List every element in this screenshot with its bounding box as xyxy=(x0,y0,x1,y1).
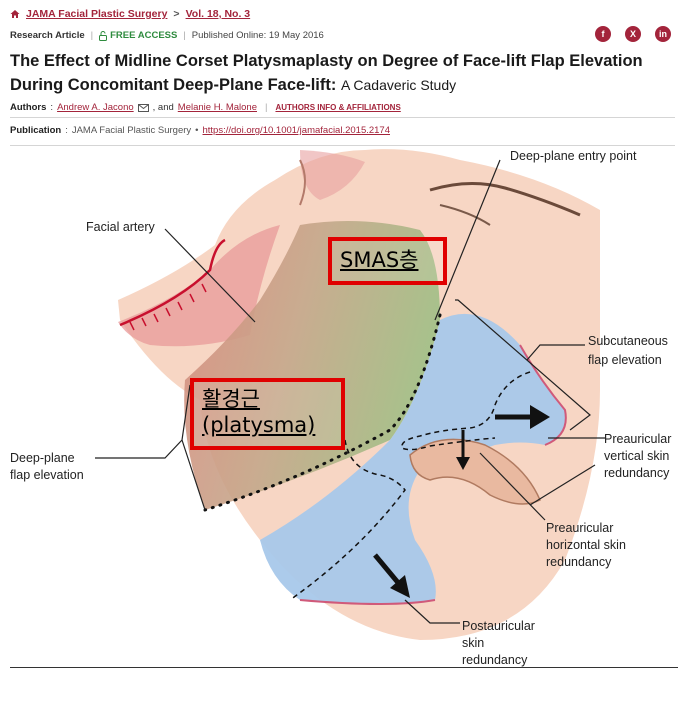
face-lift-diagram: Deep-plane entry point Facial artery Sub… xyxy=(10,149,671,667)
social-share: f X in xyxy=(595,26,671,42)
volume-link[interactable]: Vol. 18, No. 3 xyxy=(185,8,251,20)
breadcrumb: JAMA Facial Plastic Surgery > Vol. 18, N… xyxy=(10,8,250,20)
label-postauricular-2: skin xyxy=(462,636,484,650)
figure-bottom-rule xyxy=(10,667,678,668)
label-preauricular-horizontal-1: Preauricular xyxy=(546,521,613,535)
bullet: • xyxy=(195,125,199,136)
platysma-annotation-text-2: (platysma) xyxy=(202,413,316,437)
divider: | xyxy=(90,30,94,41)
article-subtitle: A Cadaveric Study xyxy=(340,77,457,93)
arrow-down xyxy=(456,430,470,470)
dashed-boundary xyxy=(289,439,406,601)
leader-line xyxy=(479,452,546,521)
platysma-annotation-text-1: 활경근 xyxy=(202,387,260,411)
article-meta: Research Article | FREE ACCESS | Publish… xyxy=(10,30,324,41)
label-subcutaneous-2: flap elevation xyxy=(588,353,662,367)
medical-illustration: Deep-plane entry point Facial artery Sub… xyxy=(0,146,681,668)
label-preauricular-horizontal-3: redundancy xyxy=(546,555,612,569)
facebook-icon[interactable]: f xyxy=(595,26,611,42)
platysma-annotation-box: 활경근 (platysma) xyxy=(190,378,345,450)
leader-line xyxy=(526,344,585,361)
label-postauricular-1: Postauricular xyxy=(462,619,535,633)
label-deep-plane-1: Deep-plane xyxy=(10,451,75,465)
label-preauricular-vertical-2: vertical skin xyxy=(604,449,669,463)
article-title: The Effect of Midline Corset Platysmapla… xyxy=(10,49,675,97)
bracket-line xyxy=(95,384,191,459)
colon: : xyxy=(65,125,68,136)
label-facial-artery: Facial artery xyxy=(86,220,156,234)
authors-info-link[interactable]: AUTHORS INFO & AFFILIATIONS xyxy=(275,103,401,112)
smas-annotation-text: SMAS층 xyxy=(340,248,419,272)
breadcrumb-separator: > xyxy=(173,8,180,20)
leader-line xyxy=(164,228,256,323)
leader-line xyxy=(404,599,460,624)
leader-line xyxy=(455,299,591,431)
label-subcutaneous-1: Subcutaneous xyxy=(588,334,668,348)
author-link-jacono[interactable]: Andrew A. Jacono xyxy=(57,102,134,113)
label-preauricular-horizontal-2: horizontal skin xyxy=(546,538,626,552)
authors-line: Authors: Andrew A. Jacono , and Melanie … xyxy=(10,102,401,113)
eye-shape xyxy=(439,204,491,226)
publication-line: Publication: JAMA Facial Plastic Surgery… xyxy=(10,125,390,136)
doi-link[interactable]: https://doi.org/10.1001/jamafacial.2015.… xyxy=(202,125,391,136)
divider-line xyxy=(10,145,675,146)
divider: | xyxy=(265,102,268,113)
smas-annotation-box: SMAS층 xyxy=(328,237,447,285)
unlock-icon xyxy=(99,30,108,41)
x-icon[interactable]: X xyxy=(625,26,641,42)
label-preauricular-vertical-1: Preauricular xyxy=(604,432,671,446)
red-skin-highlight xyxy=(300,150,365,200)
label-deep-plane-2: flap elevation xyxy=(10,468,84,482)
label-deep-plane-entry: Deep-plane entry point xyxy=(510,149,637,163)
home-icon[interactable] xyxy=(10,9,20,19)
author-link-malone[interactable]: Melanie H. Malone xyxy=(177,102,257,113)
arrow-down-right xyxy=(373,553,410,598)
flap-border xyxy=(299,599,436,605)
label-postauricular-3: redundancy xyxy=(462,653,528,667)
journal-link[interactable]: JAMA Facial Plastic Surgery xyxy=(26,8,168,20)
leader-line xyxy=(434,159,501,321)
arrow-right xyxy=(495,405,550,429)
published-date: Published Online: 19 May 2016 xyxy=(191,30,324,41)
mail-icon[interactable] xyxy=(137,103,149,112)
eye-shape xyxy=(429,181,581,217)
free-access-label: FREE ACCESS xyxy=(110,30,178,41)
authors-label: Authors xyxy=(10,102,47,113)
author-joiner: , and xyxy=(152,102,174,113)
label-preauricular-vertical-3: redundancy xyxy=(604,466,670,480)
divider-line xyxy=(10,117,675,118)
bracket-line xyxy=(181,439,206,511)
colon: : xyxy=(50,102,54,113)
deep-plane-line xyxy=(203,313,442,512)
article-title-main: The Effect of Midline Corset Platysmapla… xyxy=(10,52,643,94)
leader-line xyxy=(529,464,596,506)
publication-journal: JAMA Facial Plastic Surgery xyxy=(71,125,192,136)
article-type: Research Article xyxy=(10,30,85,41)
linkedin-icon[interactable]: in xyxy=(655,26,671,42)
mouth-line xyxy=(299,159,306,206)
divider: | xyxy=(183,30,186,41)
red-skin-highlight xyxy=(118,225,280,347)
dashed-boundary xyxy=(401,371,531,451)
free-access-badge: FREE ACCESS xyxy=(99,30,177,41)
publication-label: Publication xyxy=(10,125,62,136)
incision-stitches xyxy=(129,283,207,331)
